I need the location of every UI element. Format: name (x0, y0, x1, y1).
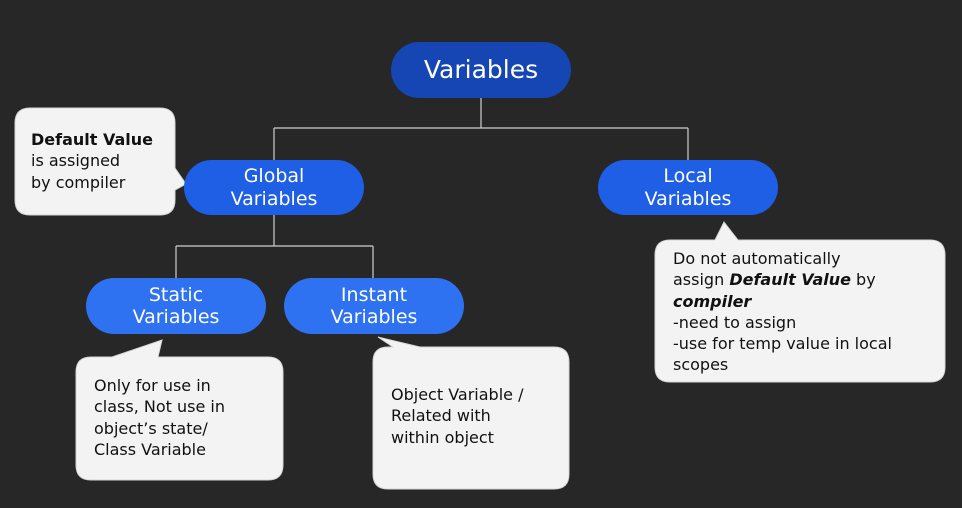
instant-note: Object Variable / Related with within ob… (391, 384, 566, 448)
instant-note-line1: Object Variable / (391, 385, 524, 404)
global-note-line2: is assigned (31, 151, 121, 171)
global-note-line3: by compiler (31, 172, 126, 192)
local-note-line2: assign Default Value by (673, 270, 876, 290)
instant-note-line3: within object (391, 427, 494, 447)
local-note-line4: -need to assign (673, 312, 797, 332)
node-global-variables-label: Global Variables (230, 165, 318, 210)
instant-note-line2: Related with (391, 406, 491, 426)
global-note: Default Value is assigned by compiler (31, 129, 171, 193)
node-global-variables: Global Variables (184, 160, 364, 215)
node-instant-variables-label: Instant Variables (330, 283, 418, 328)
global-note-bold: Default Value (31, 130, 154, 149)
local-note-line6: scopes (673, 355, 729, 375)
local-note-line1: Do not automatically (673, 249, 841, 268)
node-static-variables-label: Static Variables (132, 283, 220, 328)
static-note-line2: class, Not use in (94, 397, 225, 417)
node-local-variables-label: Local Variables (644, 165, 732, 210)
node-variables-label: Variables (423, 55, 539, 85)
static-note-line3: object’s state/ (94, 418, 208, 438)
static-note: Only for use in class, Not use in object… (94, 375, 279, 460)
node-local-variables: Local Variables (598, 160, 778, 215)
local-note-line5: -use for temp value in local (673, 334, 892, 354)
local-note: Do not automatically assign Default Valu… (673, 248, 943, 376)
static-note-line1: Only for use in (94, 376, 211, 395)
static-note-line4: Class Variable (94, 439, 206, 459)
local-note-line3: compiler (673, 291, 752, 311)
node-static-variables: Static Variables (86, 278, 266, 334)
node-variables: Variables (391, 42, 571, 98)
node-instant-variables: Instant Variables (284, 278, 464, 334)
